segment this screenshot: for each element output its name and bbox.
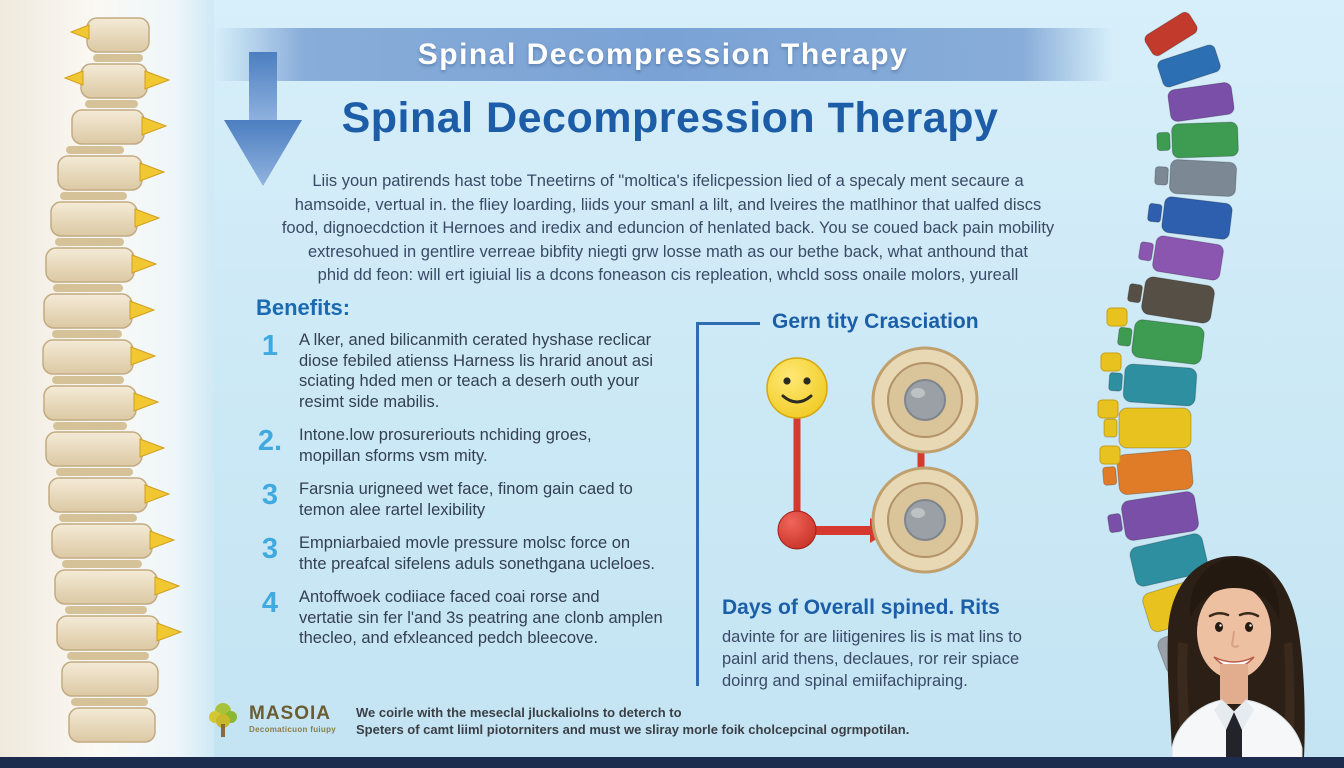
logo: MASOIA Decomaticuon fuiupy <box>204 698 336 740</box>
diagram-heading: Gern tity Crasciation <box>772 310 979 333</box>
benefit-number: 3 <box>261 479 279 511</box>
doctor-portrait <box>1167 556 1305 758</box>
nerve-roots <box>63 24 183 642</box>
vertebrae-column <box>42 17 160 743</box>
intervertebral-discs <box>52 54 149 706</box>
intro-line: food, dignoecdction it Hernoes and iredi… <box>281 219 1055 237</box>
logo-texts: MASOIA Decomaticuon fuiupy <box>249 698 336 734</box>
bottom-strip <box>0 757 1344 768</box>
intro-paragraph: Liis youn patirends hast tobe Tneetirns … <box>238 170 1098 288</box>
benefits-section: Benefits: 1 A lker, aned bilicanmith cer… <box>256 295 692 662</box>
days-text: davinte for are liitigenires lis is mat … <box>722 628 1022 690</box>
banner-title: Spinal Decompression Therapy <box>417 37 909 71</box>
red-ball <box>777 510 817 550</box>
arrow-down-icon <box>222 52 304 190</box>
benefit-text: Farsnia urigneed wet face, finom gain ca… <box>299 480 633 519</box>
yellow-process-tabs <box>1097 307 1128 465</box>
banner: Spinal Decompression Therapy <box>214 28 1112 81</box>
list-item: 3 Farsnia urigneed wet face, finom gain … <box>256 479 692 520</box>
list-item: 2. Intone.low prosureriouts nchiding gro… <box>256 425 692 466</box>
intro-line: phid dd feon: will ert igiuial lis a dco… <box>317 266 1019 284</box>
intro-line: extresohued in gentlire verreae bibfity … <box>307 242 1028 261</box>
benefit-text: Antoffwoek codiiace faced coai rorse and… <box>299 588 663 647</box>
benefit-number: 3 <box>261 533 279 565</box>
days-heading: Days of Overall spined. Rits <box>722 596 1000 619</box>
benefit-text: A lker, aned bilicanmith cerated hyshase… <box>299 331 654 411</box>
list-item: 4 Antoffwoek codiiace faced coai rorse a… <box>256 587 692 649</box>
footer-line: We coirle with the meseclal jluckaliolns… <box>356 705 682 720</box>
tree-logo-icon <box>209 703 237 737</box>
benefit-number: 1 <box>261 330 279 362</box>
footer-line: Speters of camt liiml piotorniters and m… <box>356 722 910 737</box>
benefit-text: Intone.low prosureriouts nchiding groes,… <box>299 426 592 465</box>
footer-disclaimer: We coirle with the meseclal jluckaliolns… <box>356 704 956 738</box>
logo-name: MASOIA <box>249 703 331 724</box>
doctor-neck <box>1220 664 1248 704</box>
doctor-coat <box>1171 699 1303 758</box>
intro-line: Liis youn patirends hast tobe Tneetirns … <box>312 172 1024 190</box>
arrow-down-svg <box>224 52 302 186</box>
intro-line: hamsoide, vertual in. the fliey loarding… <box>294 195 1042 214</box>
page-title: Spinal Decompression Therapy <box>341 94 999 142</box>
logo-tagline: Decomaticuon fuiupy <box>249 725 337 734</box>
doctor-fringe <box>1189 558 1280 620</box>
list-item: 3 Empniarbaied movle pressure molsc forc… <box>256 533 692 574</box>
anatomical-spine-panel <box>0 0 214 768</box>
benefit-number: 2. <box>257 425 283 457</box>
diagram-bracket-line <box>696 322 760 686</box>
disc-top-icon <box>871 346 979 454</box>
disc-bottom-icon <box>871 466 979 574</box>
decompression-diagram <box>766 346 979 574</box>
anatomical-spine-illustration <box>42 17 183 743</box>
smiley-face-icon <box>766 357 828 419</box>
benefits-heading: Benefits: <box>256 295 351 320</box>
list-item: 1 A lker, aned bilicanmith cerated hysha… <box>256 330 692 412</box>
benefit-number: 4 <box>261 587 279 619</box>
benefit-text: Empniarbaied movle pressure molsc force … <box>299 534 655 573</box>
